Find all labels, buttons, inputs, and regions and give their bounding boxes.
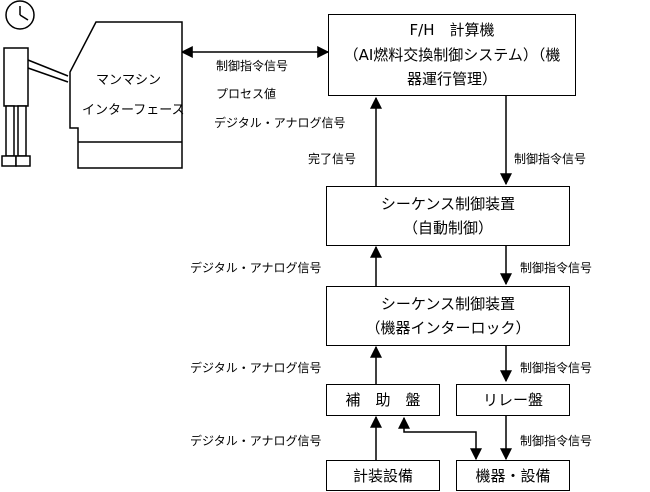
instrumentation-box: 計装設備 (326, 460, 440, 491)
aux-equip-bidirectional-connector (398, 416, 482, 461)
seq1-line1: シーケンス制御装置 (380, 195, 516, 213)
hmi-signal-label-digital: デジタル・アナログ信号 (214, 116, 346, 130)
operator-icon (1, 0, 69, 167)
equip-label: 機器・設備 (475, 466, 551, 485)
equipment-box: 機器・設備 (456, 460, 570, 491)
hmi-signal-label-command: 制御指令信号 (216, 59, 289, 73)
seq1-line2: （自動制御） (402, 219, 493, 237)
aux-label: 補 助 盤 (345, 391, 421, 409)
hmi-signal-label-process: プロセス値 (216, 87, 277, 101)
done-signal-label: 完了信号 (308, 152, 357, 166)
hmi-label-line2: インターフェース (82, 103, 185, 118)
seq2-line1: シーケンス制御装置 (380, 295, 516, 313)
sequence-control-auto-box: シーケンス制御装置 （自動制御） (326, 186, 570, 246)
relay-label: リレー盤 (482, 391, 543, 409)
fh-title: F/H 計算機 (409, 20, 495, 39)
seq1-to-seq2-label: 制御指令信号 (520, 261, 593, 275)
seq2-line2: （機器インターロック） (365, 319, 531, 337)
hmi-label-line1: マンマシン (96, 73, 162, 88)
seq2-to-seq1-label: デジタル・アナログ信号 (190, 261, 322, 275)
instr-to-aux-label: デジタル・アナログ信号 (190, 434, 322, 448)
fh-line3: 器運行管理） (406, 70, 497, 89)
fh-to-seq1-label: 制御指令信号 (514, 152, 587, 166)
sequence-control-interlock-box: シーケンス制御装置 （機器インターロック） (326, 286, 570, 346)
fh-line2: （AI燃料交換制御システム）（機 (343, 45, 561, 64)
fh-computer-box: F/H 計算機 （AI燃料交換制御システム）（機 器運行管理） (328, 14, 576, 96)
operator-console-icon (69, 21, 183, 169)
relay-panel-box: リレー盤 (456, 384, 570, 416)
auxiliary-panel-box: 補 助 盤 (326, 384, 440, 416)
seq2-to-relay-label: 制御指令信号 (520, 361, 593, 375)
instr-label: 計装設備 (352, 466, 413, 485)
relay-to-equip-label: 制御指令信号 (520, 434, 593, 448)
aux-to-seq2-label: デジタル・アナログ信号 (190, 361, 322, 375)
